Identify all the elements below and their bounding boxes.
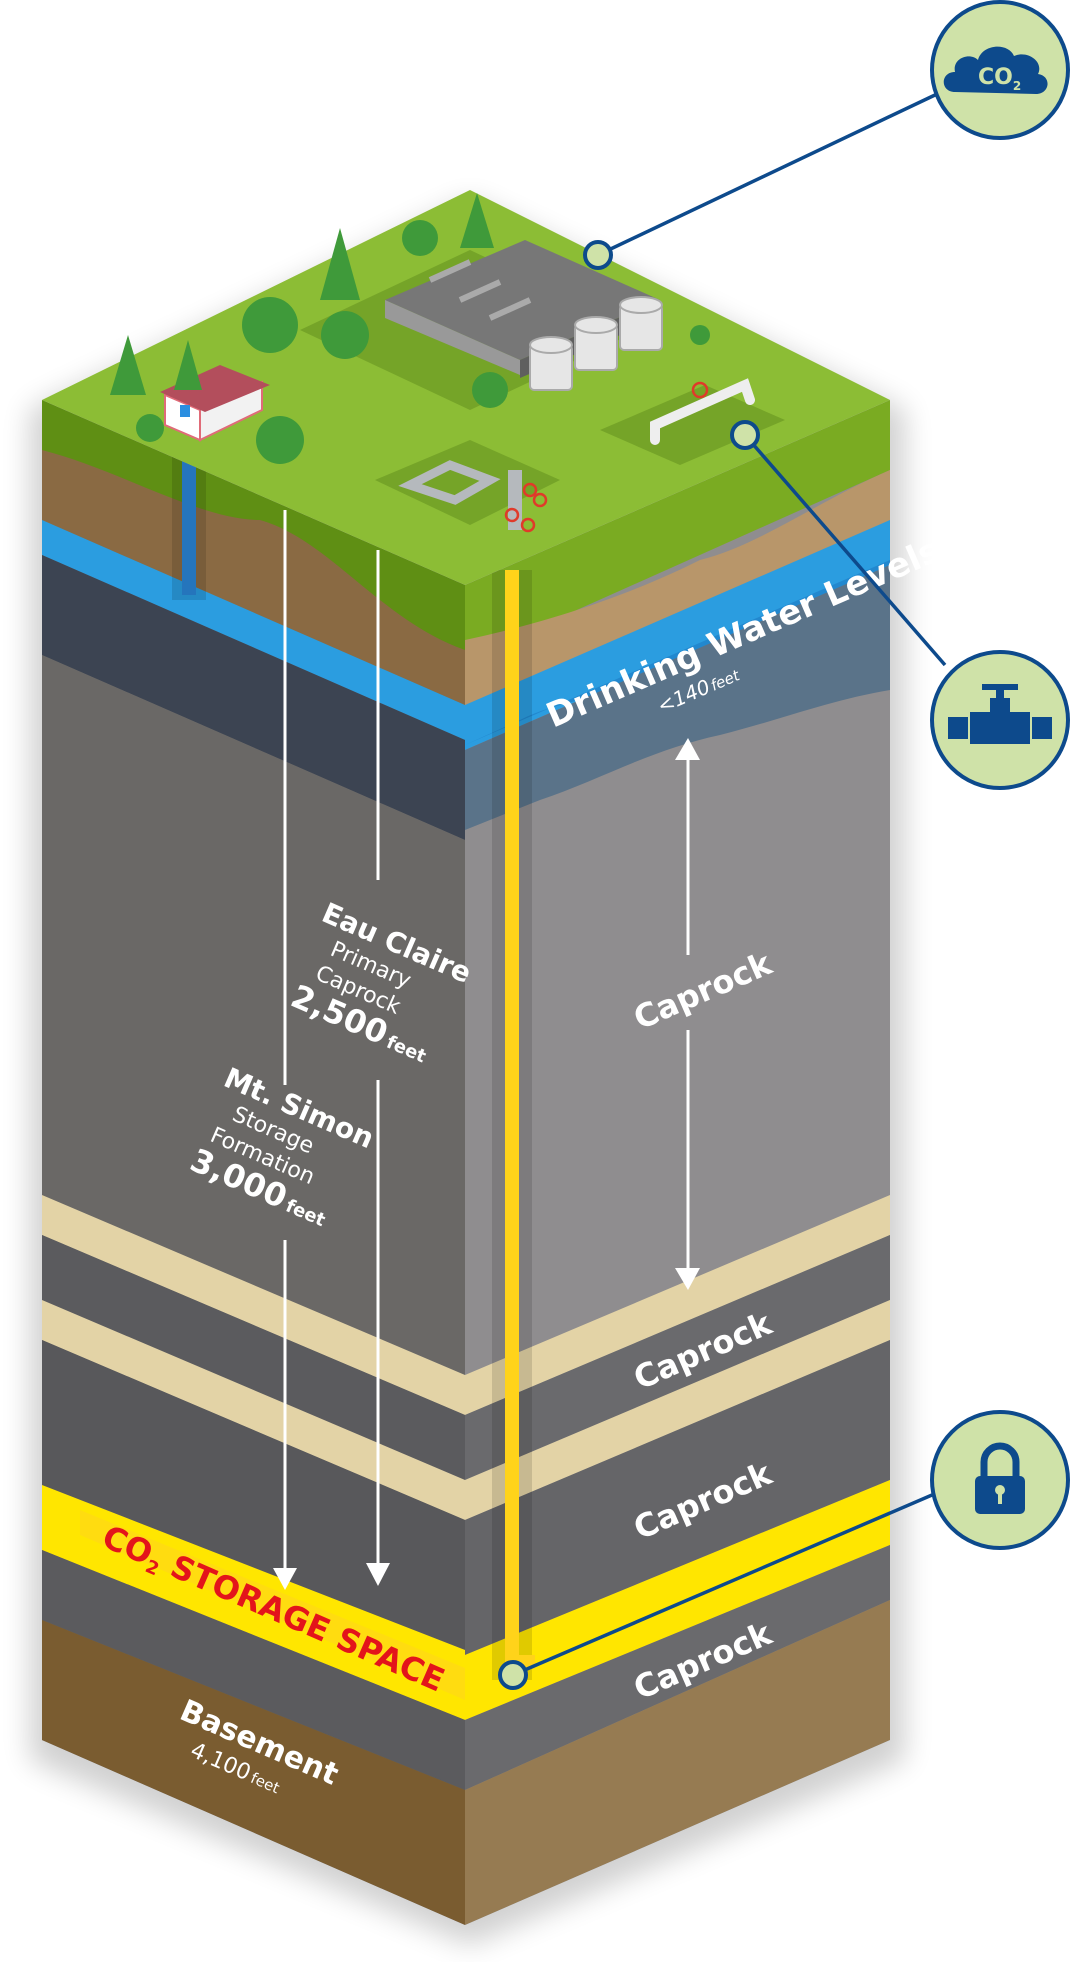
injection-well: [492, 570, 535, 1680]
caprock-thickness-arrow: [675, 738, 700, 1290]
callout-dot-facility[interactable]: [583, 240, 613, 270]
callout-co2-source[interactable]: CO2: [930, 0, 1070, 140]
callout-dot-pipeline[interactable]: [730, 420, 760, 450]
storage-tanks: [529, 296, 663, 391]
callout-dot-storage[interactable]: [498, 1660, 528, 1690]
pipeline-valve-surface: [650, 378, 755, 445]
depth-arrow-mt-simon: [273, 510, 297, 1590]
leader-co2-source: [597, 93, 936, 257]
callout-pipeline-valve[interactable]: [930, 650, 1070, 790]
depth-arrow-eau-claire: [366, 550, 390, 1586]
house: [160, 365, 270, 442]
leader-storage: [512, 1493, 933, 1677]
callout-secure-storage[interactable]: [930, 1410, 1070, 1550]
trees: [110, 193, 710, 464]
right-face-strata: [465, 400, 890, 1925]
padlock-icon: [975, 1442, 1025, 1514]
svg-text:CO2: CO2: [978, 65, 1021, 93]
pipeline-valve-icon: [948, 684, 1052, 744]
leader-pipeline: [743, 433, 947, 667]
left-face-strata: [42, 400, 465, 1925]
injection-wellhead: [398, 460, 548, 533]
co2-cloud-icon: CO2: [943, 46, 1048, 94]
